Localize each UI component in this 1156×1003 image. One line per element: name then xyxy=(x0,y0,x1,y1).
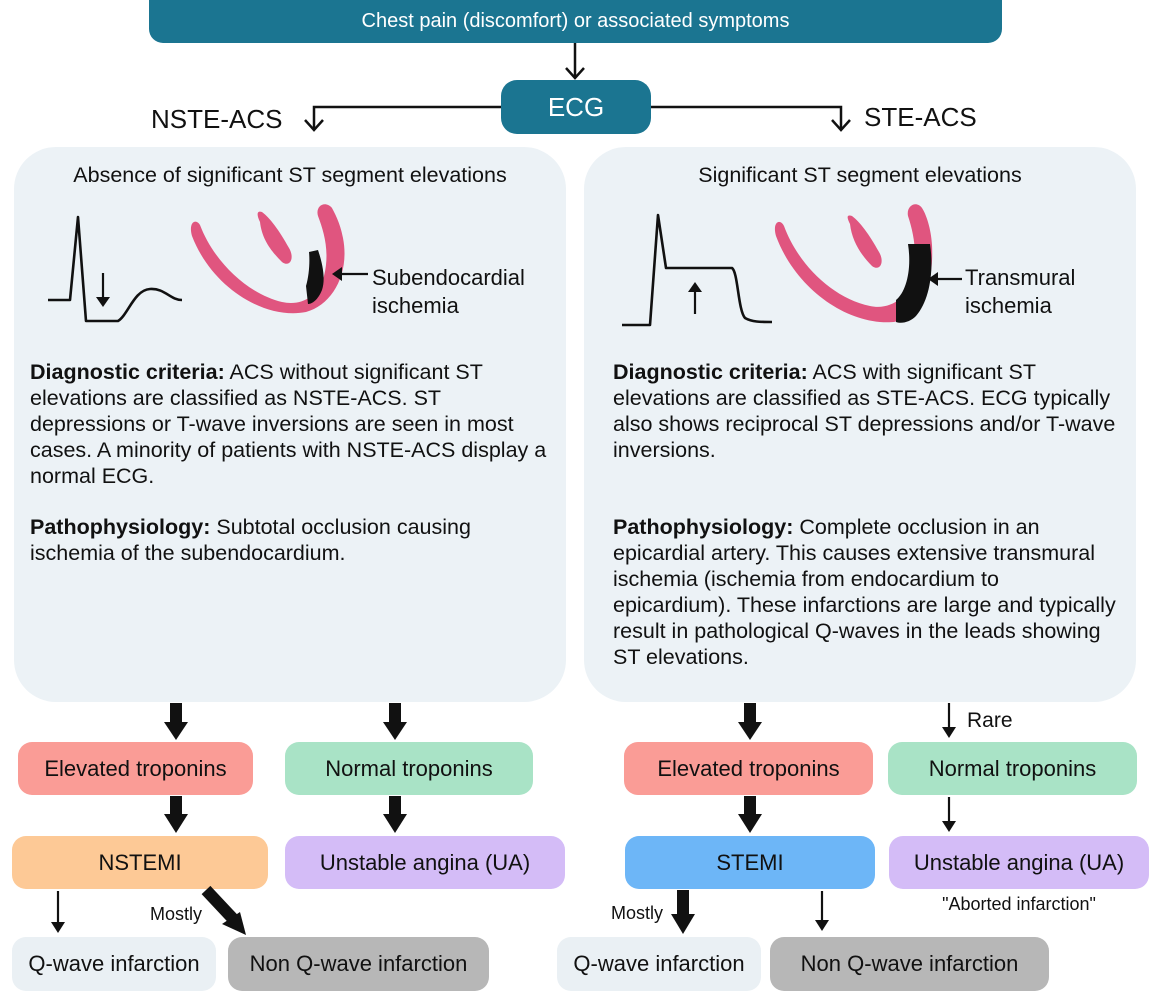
ecg-box: ECG xyxy=(501,80,651,134)
nste-acs-label: NSTE-ACS xyxy=(151,104,283,134)
nstemi-box: NSTEMI xyxy=(12,836,268,889)
arrow-ste-to-normal-rare xyxy=(942,703,956,738)
st-elevation-ecg-trace xyxy=(622,213,773,327)
nste-pathophysiology: Pathophysiology: Subtotal occlusion caus… xyxy=(30,515,471,565)
nste-q-wave-infarction: Q-wave infarction xyxy=(12,937,216,991)
ste-q-wave-infarction: Q-wave infarction xyxy=(557,937,761,991)
arrow-ste-to-elevated xyxy=(738,703,762,740)
ste-unstable-angina: Unstable angina (UA) xyxy=(889,836,1149,889)
ste-acs-label: STE-ACS xyxy=(864,102,977,132)
ste-pathophysiology: Pathophysiology: Complete occlusion in a… xyxy=(613,515,1116,669)
heart-transmural-icon xyxy=(774,204,962,323)
nste-diagnostic-criteria: Diagnostic criteria: ACS without signifi… xyxy=(30,360,547,488)
ste-elevated-troponins: Elevated troponins xyxy=(624,742,873,795)
heart-subendocardial-icon xyxy=(190,204,368,314)
nste-unstable-angina: Unstable angina (UA) xyxy=(285,836,565,889)
arrow-nste-to-elevated xyxy=(164,703,188,740)
nste-non-q-wave-infarction: Non Q-wave infarction xyxy=(228,937,489,991)
arrow-normal-to-ua-right xyxy=(942,797,956,832)
arrow-nste-to-normal xyxy=(383,703,407,740)
nste-mostly-label: Mostly xyxy=(150,904,203,924)
nste-elevated-troponins: Elevated troponins xyxy=(18,742,253,795)
arrow-elevated-to-stemi xyxy=(738,796,762,833)
ste-non-q-wave-infarction: Non Q-wave infarction xyxy=(770,937,1049,991)
arrow-nstemi-to-q-wave xyxy=(51,891,65,933)
ste-mostly-label: Mostly xyxy=(611,903,664,923)
rare-label: Rare xyxy=(967,709,1013,732)
arrow-nstemi-to-non-q-wave xyxy=(201,885,246,935)
st-depression-ecg-trace xyxy=(48,215,183,323)
arrow-stemi-to-non-q-wave xyxy=(815,891,829,931)
arrow-elevated-to-nstemi xyxy=(164,796,188,833)
arrow-to-ste-acs xyxy=(651,105,851,132)
nste-acs-panel xyxy=(14,147,566,702)
nste-heading: Absence of significant ST segment elevat… xyxy=(73,163,507,187)
nste-normal-troponins: Normal troponins xyxy=(285,742,533,795)
ste-normal-troponins: Normal troponins xyxy=(888,742,1137,795)
arrow-to-ecg xyxy=(565,43,585,80)
arrow-stemi-to-q-wave xyxy=(671,890,695,934)
chest-pain-box: Chest pain (discomfort) or associated sy… xyxy=(149,0,1002,43)
ste-heading: Significant ST segment elevations xyxy=(698,163,1022,187)
aborted-infarction-label: "Aborted infarction" xyxy=(942,894,1096,914)
arrow-normal-to-ua-left xyxy=(383,796,407,833)
ste-diagnostic-criteria: Diagnostic criteria: ACS with significan… xyxy=(613,360,1116,462)
stemi-box: STEMI xyxy=(625,836,875,889)
arrow-to-nste-acs xyxy=(304,105,501,132)
